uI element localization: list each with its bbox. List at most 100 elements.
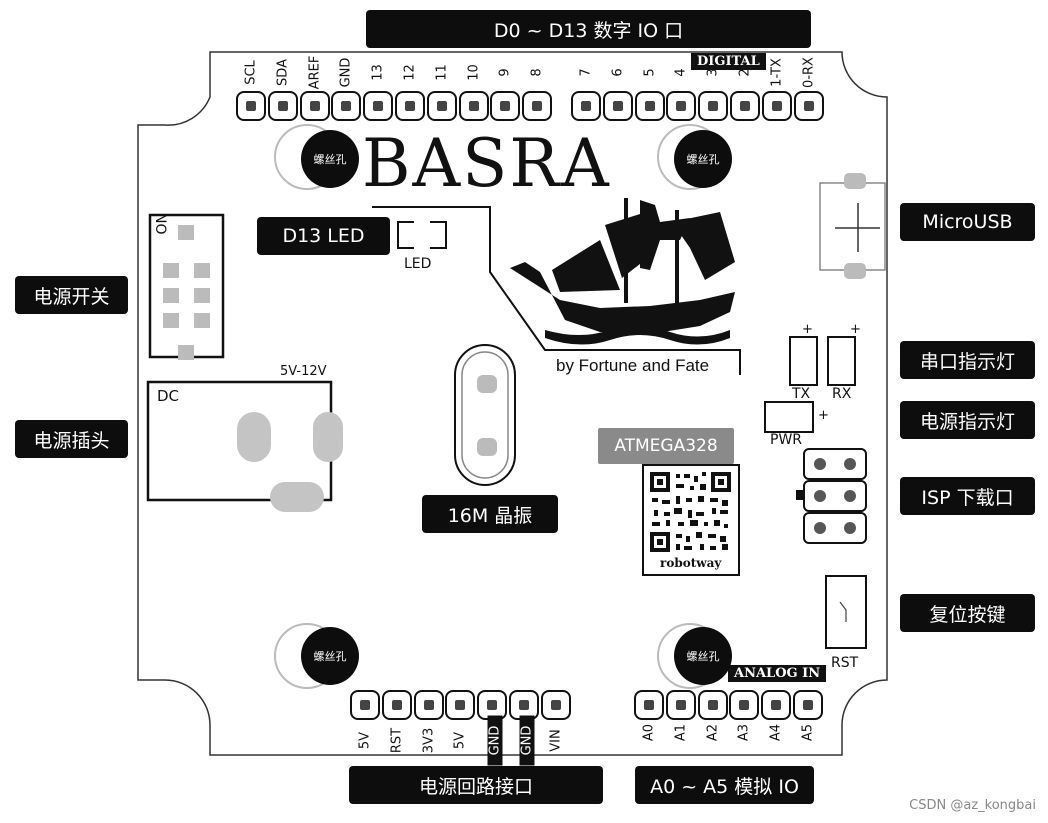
brand-logo-text: BASRA [362,125,611,202]
header-pin-hole [707,700,718,710]
header-pin-hole [423,700,434,710]
header-pin-label: RST [389,727,405,754]
tx-silk: TX [792,386,811,402]
header-pin-pad [426,91,457,121]
header-pin-hole [612,101,623,111]
callout-mcu: ATMEGA328 [598,428,734,464]
header-pin-label: 7 [578,68,594,77]
dc-silk: DC [157,387,180,405]
header-pin-pad [267,91,298,121]
header-pin-label: AREF [307,55,323,90]
header-pin-pad [698,91,729,121]
header-pin-pad [793,690,823,720]
header-pin-pad [490,91,521,121]
header-pin-label: 9 [497,68,513,77]
header-pin-label: A4 [768,723,784,742]
header-pin-hole [519,700,529,710]
header-pin-pad [634,690,664,720]
screw-hole-bottom-right: 螺丝孔 [674,627,732,685]
header-pin-label: A1 [673,723,689,742]
header-pin-pad [697,690,728,720]
qr-label: robotway [660,556,722,570]
header-pin-hole [468,101,479,111]
header-pin-pad [665,690,696,720]
header-pin-hole [487,700,498,710]
header-pin-hole [771,700,782,710]
rx-silk: RX [832,386,852,402]
callout-analog-io: A0 ~ A5 模拟 IO [635,766,814,804]
watermark: CSDN @az_kongbai [909,798,1036,813]
header-pin-pad [730,91,760,121]
header-pin-hole [341,101,352,111]
header-pin-hole [532,101,543,111]
board-slogan: by Fortune and Fate [556,356,710,375]
callout-power-header: 电源回路接口 [349,766,603,804]
header-pin-hole [373,101,384,111]
screw-hole-top-right: 螺丝孔 [674,130,732,188]
header-pin-hole [436,101,447,111]
header-pin-hole [708,101,719,111]
header-pin-label: 12 [402,64,418,81]
header-pin-pad [350,690,380,720]
header-pin-hole [455,700,466,710]
rst-silk: RST [831,655,859,671]
header-pin-label: 10 [466,64,482,81]
callout-power-plug: 电源插头 [15,420,128,458]
header-pin-label: 13 [370,64,386,81]
header-pin-pad [458,91,489,121]
header-pin-hole [803,700,813,710]
header-pin-label: A3 [736,723,752,742]
header-pin-pad [729,690,760,720]
tx-plus: + [802,322,813,337]
pwr-silk: PWR [770,432,803,448]
header-pin-label: VIN [548,729,564,752]
callout-power-led: 电源指示灯 [900,401,1035,439]
header-pin-hole [740,101,750,111]
header-pin-hole [550,700,561,710]
header-pin-label: 2 [737,68,753,77]
header-pin-label: 8 [529,68,545,77]
header-pin-label: 5V [357,731,373,750]
header-pin-pad [793,91,824,121]
header-pin-label: 1-TX [769,58,785,87]
header-pin-pad [602,91,633,121]
callout-power-switch: 电源开关 [15,276,128,314]
header-pin-pad [363,91,394,121]
header-pin-label: GND [519,715,535,766]
digital-tag: DIGITAL [691,53,766,70]
header-pin-label: A5 [800,723,816,742]
header-pin-label: 3V3 [421,727,437,754]
header-pin-pad [761,690,792,720]
switch-silk-no: NO [152,213,168,235]
header-pin-pad [395,91,425,121]
callout-d13-led: D13 LED [257,217,390,255]
screw-hole-bottom-left: 螺丝孔 [301,627,359,685]
header-pin-hole [277,101,288,111]
analog-tag: ANALOG IN [728,665,827,682]
header-pin-pad [445,690,476,720]
header-pin-pad [413,690,444,720]
header-pin-label: 11 [434,64,450,81]
callout-isp: ISP 下载口 [900,477,1035,515]
header-pin-label: GND [338,57,354,88]
header-pin-hole [500,101,511,111]
header-pin-label: GND [487,715,503,766]
header-pin-pad [509,690,539,720]
callout-serial-led: 串口指示灯 [900,341,1035,379]
voltage-silk: 5V-12V [280,364,327,379]
header-pin-label: 0-RX [801,57,817,88]
callout-crystal: 16M 晶振 [422,495,558,533]
header-pin-hole [309,101,320,111]
header-pin-pad [540,690,571,720]
header-pin-hole [676,101,687,111]
header-pin-pad [666,91,697,121]
header-pin-label: 4 [673,68,689,77]
header-pin-hole [771,101,782,111]
header-pin-label: 5V [452,731,468,750]
header-pin-pad [522,91,553,121]
header-pin-hole [675,700,686,710]
header-pin-pad [634,91,665,121]
header-pin-label: 3 [705,68,721,77]
led-silk: LED [404,256,432,272]
